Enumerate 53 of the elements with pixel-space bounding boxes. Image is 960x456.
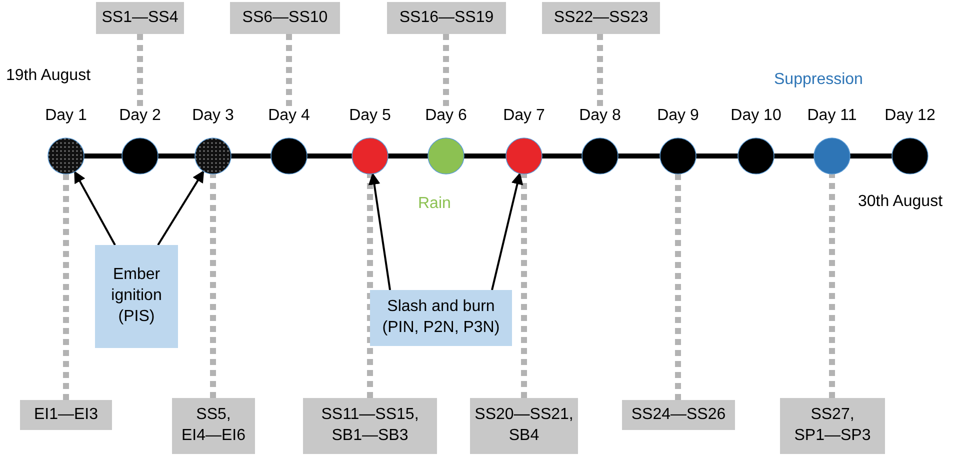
- day-label: Day 4: [267, 106, 311, 126]
- dotted-connector: [137, 34, 143, 106]
- dotted-connector: [597, 34, 603, 106]
- timeline-segment: [158, 154, 195, 158]
- annotation-text: Suppression: [774, 70, 863, 90]
- dotted-connector: [63, 174, 69, 400]
- timeline-segment: [850, 154, 892, 158]
- id-tag-box: SS24—SS26: [622, 400, 735, 430]
- day-label: Day 5: [348, 106, 392, 126]
- day-label: Day 8: [578, 106, 622, 126]
- day-label: Day 12: [884, 106, 936, 126]
- arrow: [368, 172, 391, 290]
- timeline-segment: [464, 154, 506, 158]
- timeline-segment: [696, 154, 738, 158]
- id-tag-box: SS27, SP1—SP3: [780, 398, 885, 454]
- timeline-segment: [618, 154, 660, 158]
- dotted-connector: [367, 174, 373, 398]
- day-label: Day 3: [191, 106, 235, 126]
- arrow: [74, 170, 116, 246]
- id-tag-box: SS6—SS10: [230, 2, 340, 34]
- id-tag-box: SS1—SS4: [96, 2, 184, 34]
- arrow: [491, 172, 524, 290]
- day-label: Day 7: [502, 106, 546, 126]
- day-label: Day 10: [730, 106, 782, 126]
- id-tag-box: EI1—EI3: [20, 400, 112, 430]
- annotation-text: Rain: [418, 194, 451, 214]
- arrow: [157, 170, 204, 246]
- annotation-text: 30th August: [858, 192, 943, 212]
- timeline-segment: [774, 154, 814, 158]
- id-tag-box: SS5, EI4—EI6: [172, 398, 255, 454]
- dotted-connector: [286, 34, 292, 106]
- id-tag-box: SS11—SS15, SB1—SB3: [303, 398, 437, 454]
- dotted-connector: [675, 174, 681, 400]
- note-box: Ember ignition (PIS): [95, 245, 178, 348]
- dotted-connector: [829, 174, 835, 398]
- day-label: Day 9: [656, 106, 700, 126]
- day-label: Day 1: [44, 106, 88, 126]
- timeline-segment: [307, 154, 352, 158]
- day-label: Day 2: [118, 106, 162, 126]
- id-tag-box: SS16—SS19: [387, 2, 506, 34]
- id-tag-box: SS22—SS23: [542, 2, 660, 34]
- day-label: Day 11: [806, 106, 858, 126]
- timeline-segment: [542, 154, 582, 158]
- dotted-connector: [521, 174, 527, 398]
- id-tag-box: SS20—SS21, SB4: [470, 398, 578, 454]
- note-box: Slash and burn (PIN, P2N, P3N): [370, 290, 512, 346]
- dotted-connector: [443, 34, 449, 106]
- timeline-segment: [388, 154, 428, 158]
- dotted-connector: [210, 174, 216, 398]
- timeline-segment: [84, 154, 122, 158]
- annotation-text: 19th August: [6, 66, 91, 86]
- day-label: Day 6: [424, 106, 468, 126]
- timeline-segment: [231, 154, 271, 158]
